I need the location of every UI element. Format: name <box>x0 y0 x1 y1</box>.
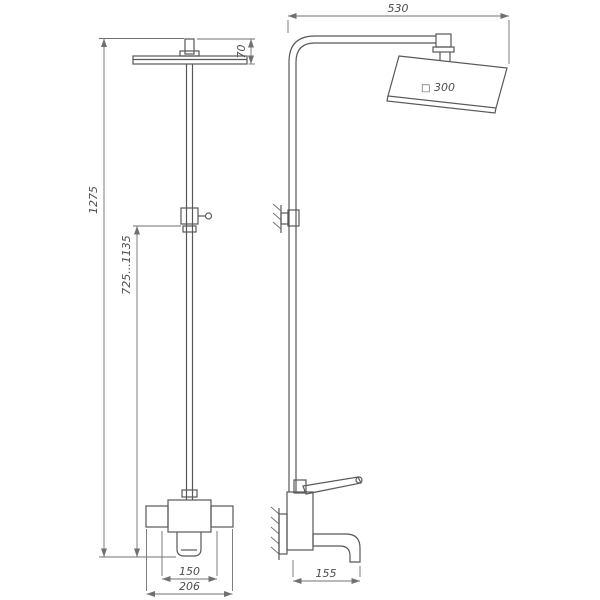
ext-lines <box>161 531 218 576</box>
head-stem-front <box>184 38 195 55</box>
head-stem-side <box>435 33 452 48</box>
riser-pipe-side-outer <box>288 35 436 492</box>
dim-label-spout-span: 150 <box>179 565 200 578</box>
wall-hatch-lower <box>270 506 280 555</box>
mixer-right-arm <box>210 505 234 528</box>
riser-pipe-front <box>185 64 194 500</box>
head-connector-side <box>432 33 455 61</box>
wall-hatch-upper <box>272 203 282 230</box>
mixer-escutcheon <box>278 513 288 555</box>
bracket-plate <box>280 212 289 225</box>
spout-side <box>312 533 361 563</box>
head-stem-lines <box>439 52 451 61</box>
dim-body-width: 206 <box>146 529 233 597</box>
handle-lever <box>302 476 362 495</box>
head-collar-side <box>432 46 455 53</box>
mixer-body-side <box>286 491 314 551</box>
dim-adjustable-height: 725...1135 <box>120 225 181 557</box>
spout-front <box>176 532 202 557</box>
square-symbol: □ <box>421 83 430 94</box>
front-view: 1275 725...1135 70 150 206 <box>87 38 255 597</box>
side-view: 530 □ 300 <box>270 2 510 584</box>
dim-head-drop: 70 <box>197 38 255 65</box>
bracket-clamp <box>287 209 300 227</box>
head-plate-rim <box>386 95 497 114</box>
dim-label-overall-depth: 530 <box>388 2 409 15</box>
handle-neck <box>293 479 307 494</box>
dim-label-total-height: 1275 <box>87 186 100 214</box>
dim-label-head-drop: 70 <box>235 45 248 59</box>
dim-label-head-size: 300 <box>434 81 455 94</box>
pipe-collar-lower <box>181 489 198 498</box>
mixer-center-body <box>167 499 212 533</box>
mixer-side <box>270 476 363 563</box>
mixer-left-arm <box>145 505 169 528</box>
dim-wall-reach: 155 <box>292 560 361 584</box>
shower-head-front <box>132 38 248 65</box>
dim-label-wall-reach: 155 <box>316 567 337 580</box>
slider-body <box>180 207 199 225</box>
dim-label-body-width: 206 <box>179 580 200 593</box>
pipe-collar-upper <box>182 225 197 233</box>
slider-knob <box>204 212 213 220</box>
dim-total-height: 1275 <box>87 38 184 558</box>
mixer-front <box>145 499 234 533</box>
ext-lines <box>292 560 361 577</box>
slider-bracket-front <box>180 207 213 233</box>
wall-bracket-upper <box>272 203 300 233</box>
shower-head-side: □ 300 <box>386 55 508 114</box>
handle-lever-tip <box>355 476 363 484</box>
dim-overall-depth: 530 <box>287 2 510 64</box>
dim-label-adjustable-height: 725...1135 <box>120 235 133 294</box>
ext-lines <box>146 529 233 591</box>
spout-front-outline <box>176 532 202 557</box>
dim-spout-span: 150 <box>161 531 218 582</box>
riser-pipe-side-inner <box>295 42 436 492</box>
